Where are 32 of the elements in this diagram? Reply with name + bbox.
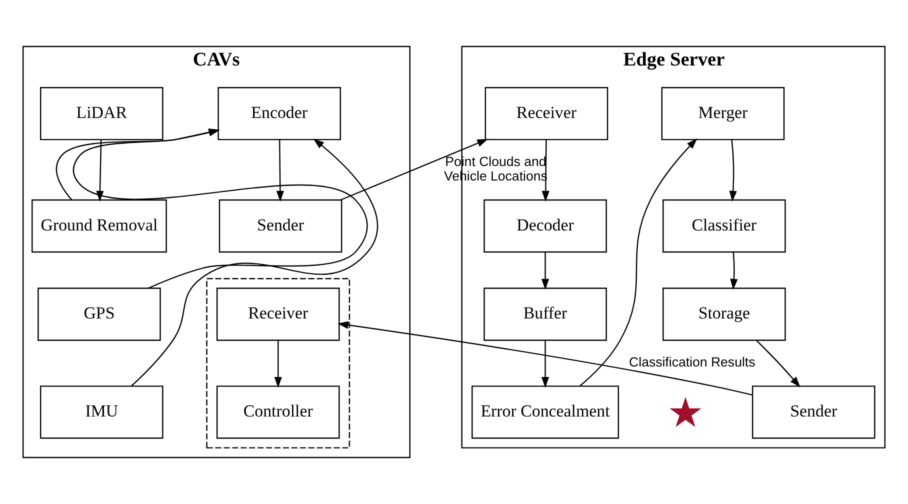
node-box: Encoder <box>218 87 341 140</box>
node-box: Sender <box>218 199 342 253</box>
node-box: Classifier <box>662 199 786 253</box>
arrow <box>541 252 550 290</box>
node-star <box>670 396 702 428</box>
arrow <box>340 138 488 200</box>
arrow <box>580 138 698 386</box>
edge-label: Classification Results <box>629 354 756 370</box>
node-box: LiDAR <box>40 87 164 140</box>
node-box: Ground Removal <box>32 199 167 253</box>
node-box: Storage <box>662 288 786 341</box>
arrow <box>56 128 220 200</box>
arrow <box>729 140 737 202</box>
arrow <box>730 252 738 290</box>
arrow <box>756 340 800 388</box>
node-box: Receiver <box>216 288 340 341</box>
arrow <box>276 140 284 202</box>
node-box: IMU <box>40 386 164 439</box>
arrow <box>541 340 550 388</box>
arrow <box>274 340 282 388</box>
node-box: Sender <box>752 386 876 439</box>
node-box: Receiver <box>484 87 608 140</box>
arrow <box>542 140 550 202</box>
arrow <box>72 128 368 289</box>
node-box: Buffer <box>484 288 607 341</box>
node-box: Controller <box>216 386 340 439</box>
node-box: Merger <box>661 87 785 140</box>
arrow <box>338 321 752 396</box>
node-box: GPS <box>38 288 161 341</box>
node-box: Error Concealment <box>472 386 619 439</box>
node-box: Decoder <box>484 199 607 253</box>
arrow <box>131 138 378 386</box>
